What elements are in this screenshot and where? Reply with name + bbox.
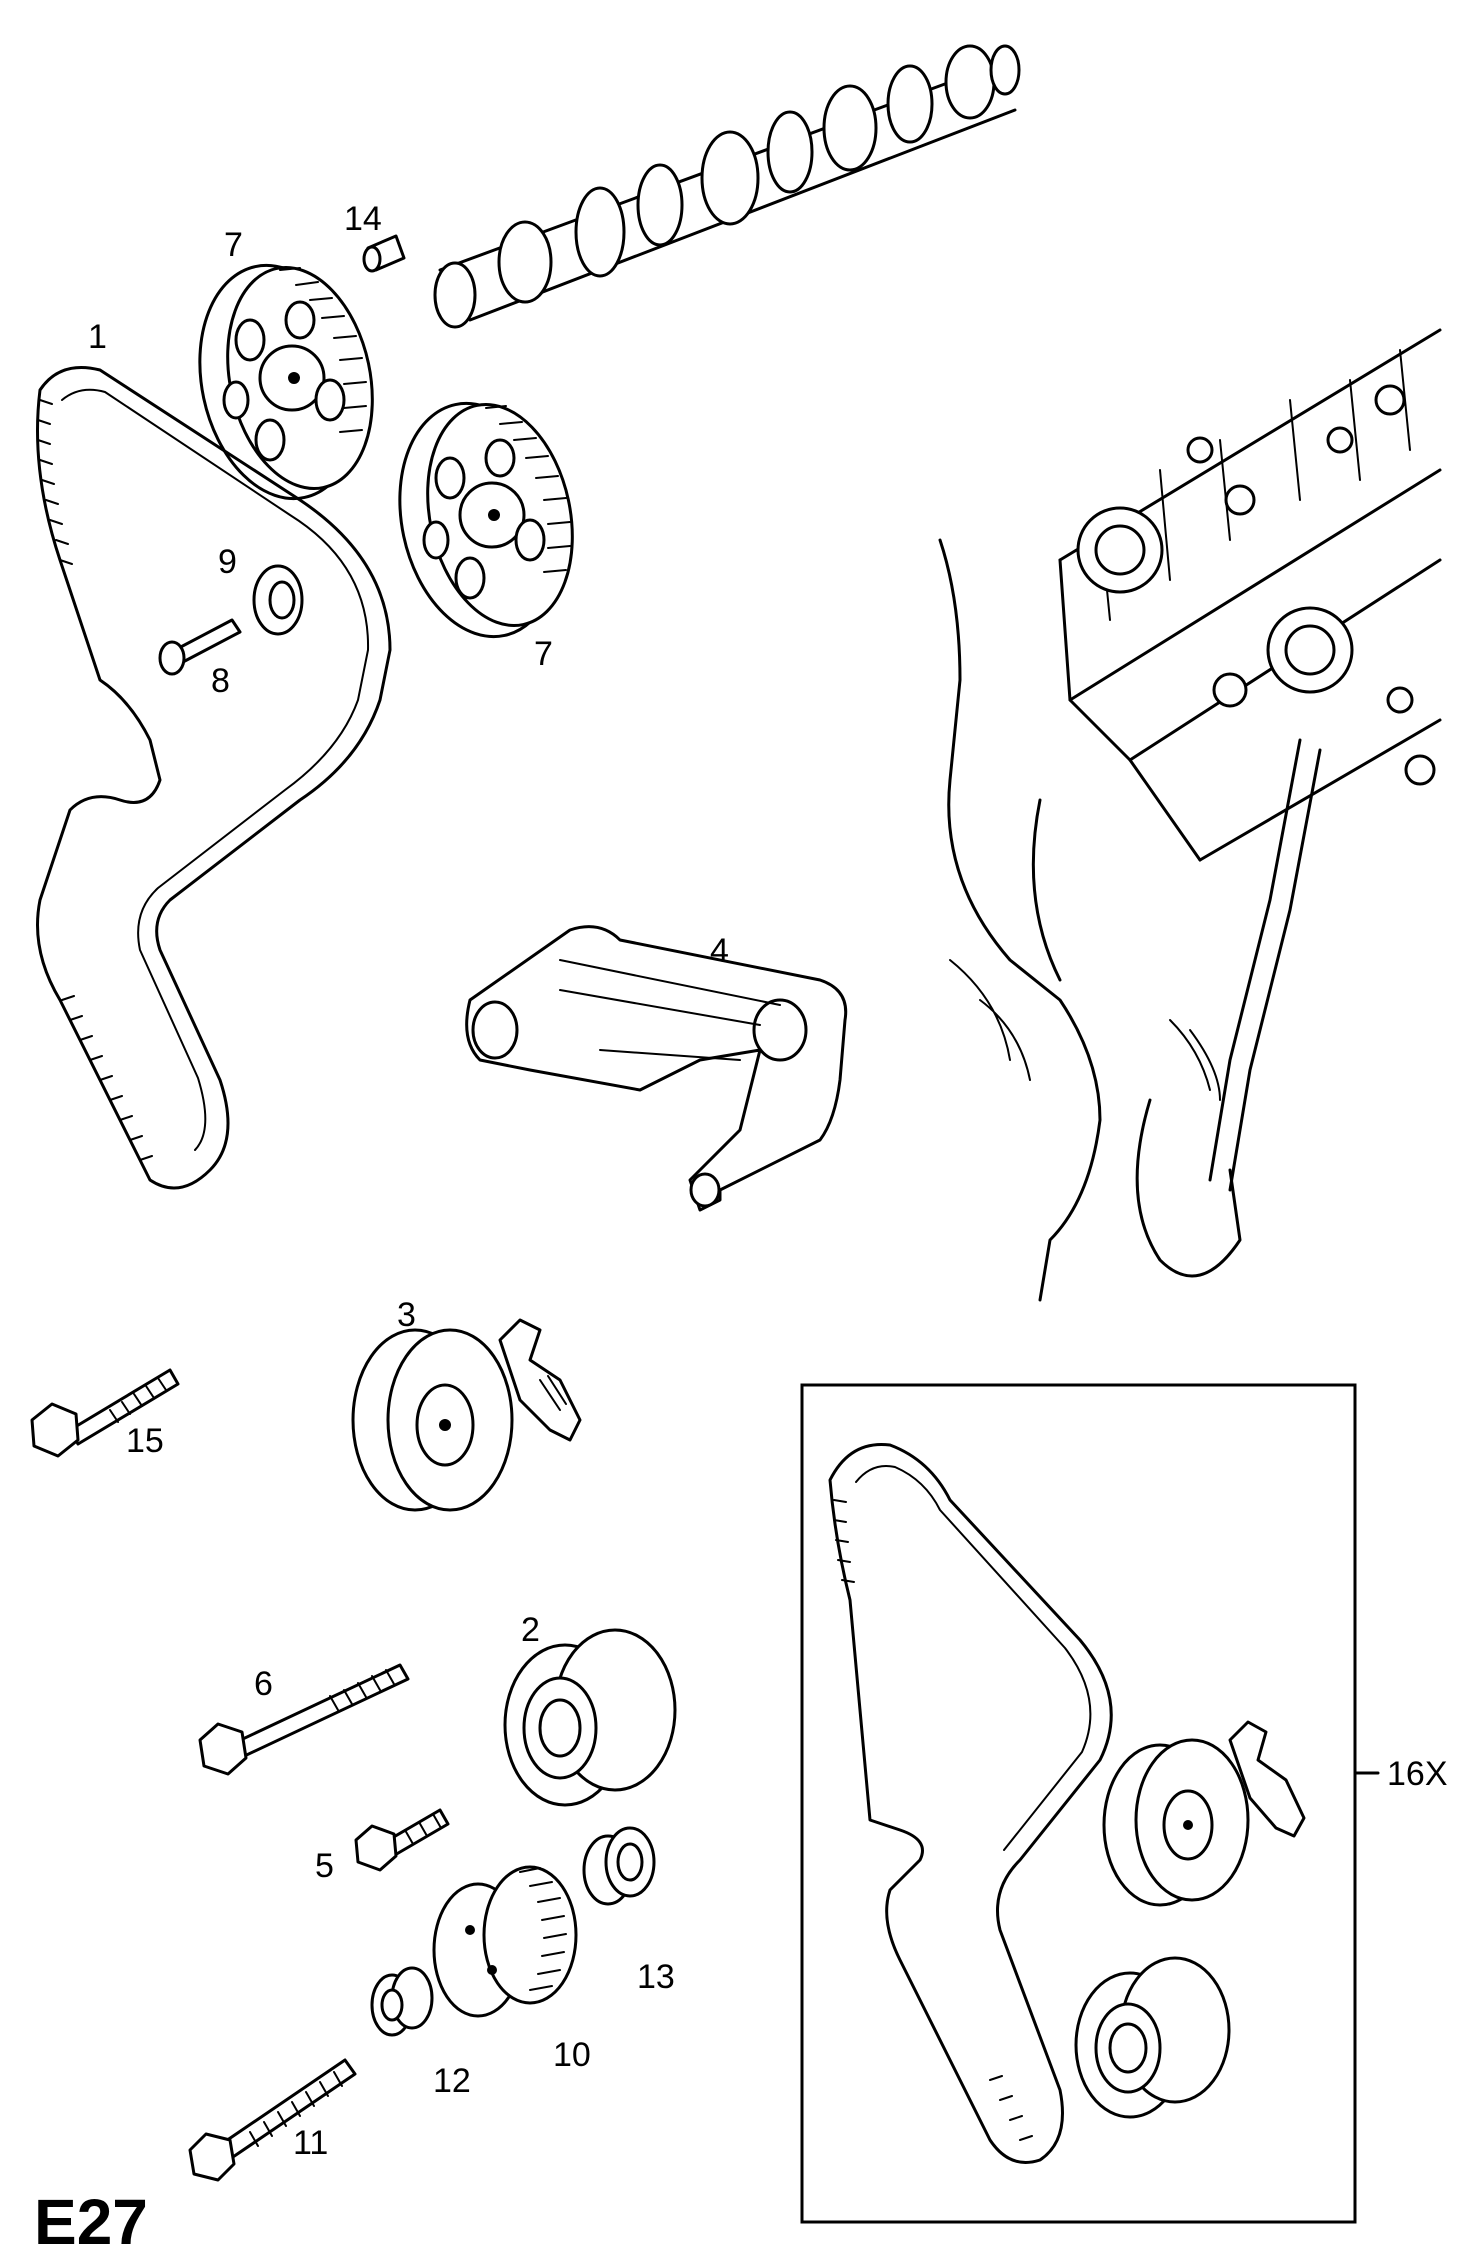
callout-10: 10 — [553, 2036, 591, 2074]
idler-washer — [252, 564, 304, 636]
callout-1: 1 — [88, 318, 107, 356]
washer-bolt — [158, 618, 242, 676]
crankshaft-spacer — [582, 1826, 656, 1906]
callout-3: 3 — [397, 1296, 416, 1334]
callout-2: 2 — [521, 1611, 540, 1649]
callout-4: 4 — [710, 932, 729, 970]
camshaft-sprocket-lower — [398, 401, 574, 639]
callout-13: 13 — [637, 1958, 675, 1996]
idler-bolt-long — [198, 1663, 410, 1776]
callout-7-lower: 7 — [534, 635, 553, 673]
kit-timing-belt — [828, 1442, 1113, 2164]
kit-tensioner-pulley — [1102, 1720, 1306, 1907]
timing-belt — [36, 366, 392, 1190]
kit-idler-pulley — [1074, 1956, 1231, 2119]
callout-5: 5 — [315, 1847, 334, 1885]
dowel-pin — [362, 234, 406, 273]
crankshaft-bolt — [188, 2058, 357, 2182]
tensioner-bracket — [465, 925, 848, 1212]
callout-12: 12 — [433, 2062, 471, 2100]
tensioner-pulley — [351, 1318, 582, 1512]
crankshaft-sprocket — [432, 1865, 578, 2018]
tensioner-bolt — [30, 1368, 180, 1458]
sheet-code: E27 — [34, 2186, 148, 2258]
callout-7-upper: 7 — [224, 226, 243, 264]
crankshaft-washer — [370, 1966, 434, 2037]
idler-pulley — [503, 1628, 677, 1807]
camshaft-sprocket-upper — [198, 263, 374, 501]
callout-6: 6 — [254, 1665, 273, 1703]
callout-16X: 16X — [1387, 1755, 1448, 1793]
idler-bolt-short — [354, 1808, 450, 1872]
cylinder-head-assembly — [938, 328, 1442, 1302]
camshaft — [433, 44, 1021, 329]
kit-box — [800, 1383, 1357, 2224]
callout-14: 14 — [344, 200, 382, 238]
callout-9: 9 — [218, 543, 237, 581]
callout-11: 11 — [293, 2124, 328, 2162]
callout-8: 8 — [211, 662, 230, 700]
callout-15: 15 — [126, 1422, 164, 1460]
